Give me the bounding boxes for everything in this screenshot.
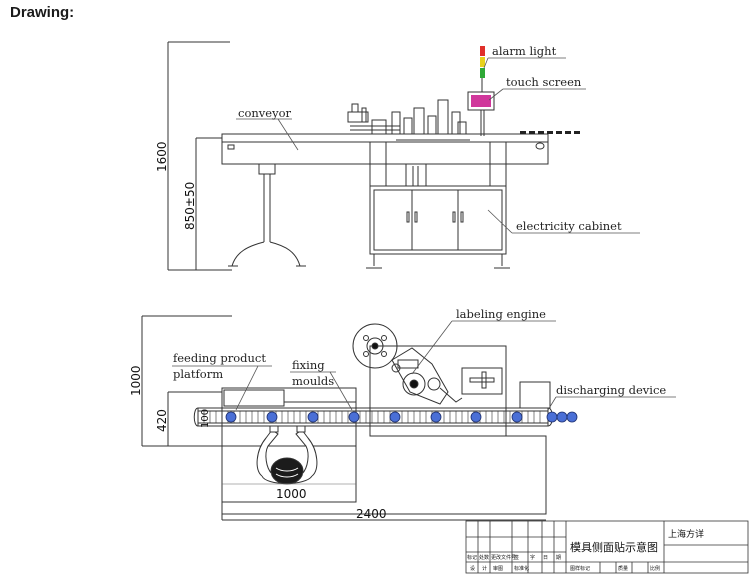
tb-row1-5: 日 — [543, 555, 548, 561]
tb-row2-3: 标准化 — [514, 565, 529, 572]
conveyor-rollers — [520, 131, 580, 134]
tb-row1-3: 签 — [514, 554, 519, 561]
label-electricity-cabinet: electricity cabinet — [516, 219, 622, 233]
page-heading: Drawing: — [10, 4, 75, 21]
tb-row1-2: 更改文件号 — [491, 554, 516, 561]
tb-row1-4: 字 — [530, 554, 535, 561]
labeling-engine — [352, 323, 463, 405]
title-drawing-name: 模具侧面贴示意图 — [570, 540, 658, 554]
tb-row3-1: 质量 — [618, 565, 628, 572]
tb-row1-6: 期 — [556, 555, 561, 561]
tb-row3-0: 图样标记 — [570, 565, 590, 572]
machine-base — [369, 345, 507, 437]
label-feeding-platform-2: platform — [173, 367, 223, 381]
dim-conveyor-height: 850±50 — [183, 182, 197, 230]
label-conveyor: conveyor — [238, 106, 291, 120]
feeding-platform — [221, 387, 357, 503]
title-block — [465, 520, 749, 574]
top-conveyor — [193, 407, 553, 427]
tb-row3-2: 比例 — [650, 565, 660, 572]
label-labeling-engine: labeling engine — [456, 307, 546, 321]
tb-row2-2: 审图 — [493, 565, 503, 572]
dim-overall-length: 2400 — [356, 507, 387, 521]
label-discharging-device: discharging device — [556, 383, 666, 397]
dim-overall-depth: 1000 — [129, 365, 143, 396]
label-alarm-light: alarm light — [492, 44, 557, 58]
dim-platform-length: 1000 — [276, 487, 307, 501]
touch-screen — [467, 91, 495, 136]
labeling-head-side — [347, 99, 470, 141]
label-touch-screen: touch screen — [506, 75, 582, 89]
title-company: 上海方详 — [668, 528, 704, 540]
dim-overall-height: 1600 — [155, 141, 169, 172]
dim-platform-depth: 420 — [155, 409, 169, 432]
tb-row1-1: 处数 — [479, 554, 489, 561]
label-fixing-1: fixing — [292, 358, 325, 372]
label-fixing-2: moulds — [292, 374, 334, 388]
tb-row2-1: 计 — [482, 565, 487, 572]
top-view — [141, 315, 676, 521]
dim-conveyor-width: 100 — [200, 409, 211, 428]
alarm-light — [480, 46, 485, 92]
conveyor-rail — [221, 133, 549, 165]
product-bottles — [225, 411, 578, 423]
label-feeding-platform-1: feeding product — [173, 351, 266, 365]
side-view — [167, 41, 640, 271]
operator-figure — [256, 425, 318, 485]
tb-row2-0: 设 — [470, 565, 475, 572]
electricity-cabinet — [366, 141, 510, 269]
conveyor-stand — [258, 163, 276, 175]
tb-row1-0: 标记 — [467, 554, 477, 561]
